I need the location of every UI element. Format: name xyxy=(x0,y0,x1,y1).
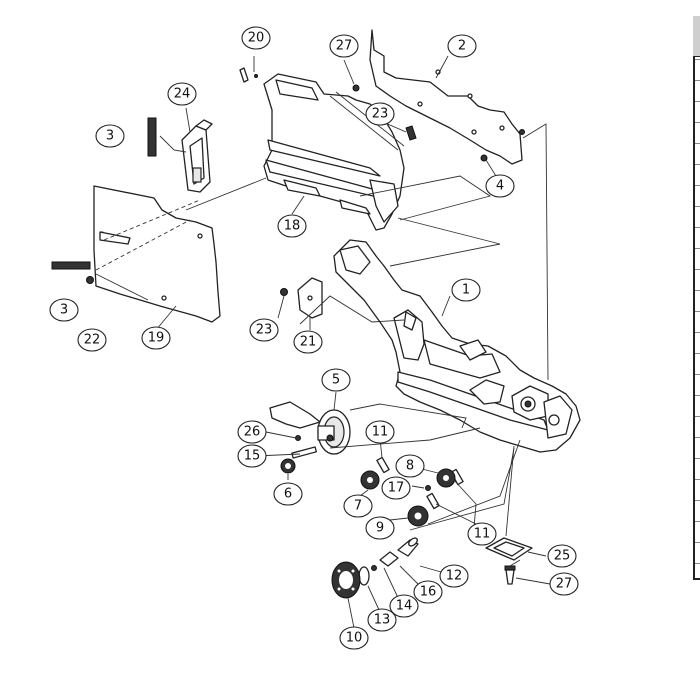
callout-3-lower: 3 xyxy=(49,298,79,322)
callout-20: 20 xyxy=(241,26,271,50)
callout-4-label: 4 xyxy=(496,179,504,194)
callout-23-upper: 23 xyxy=(365,102,395,126)
callout-24-label: 24 xyxy=(174,87,191,102)
part-25-plate xyxy=(485,537,533,561)
part-11-pin-upper xyxy=(376,456,390,474)
part-12-sleeve xyxy=(397,537,419,557)
part-26-screw xyxy=(295,435,301,441)
callout-19-label: 19 xyxy=(148,331,165,346)
part-9-gear xyxy=(407,505,429,527)
callout-9-label: 9 xyxy=(376,521,384,536)
callout-13: 13 xyxy=(367,608,397,632)
callout-1: 1 xyxy=(451,278,481,302)
callout-5-label: 5 xyxy=(332,373,340,388)
callout-4: 4 xyxy=(485,174,515,198)
callout-21-label: 21 xyxy=(300,335,317,350)
callout-7-label: 7 xyxy=(354,499,362,514)
callout-14: 14 xyxy=(389,594,419,618)
callout-8-label: 8 xyxy=(406,459,414,474)
part-3-spring-lower xyxy=(51,261,91,270)
callout-17: 17 xyxy=(381,476,411,500)
part-15-shaft xyxy=(291,446,318,459)
callout-23-lower: 23 xyxy=(249,318,279,342)
callout-22: 22 xyxy=(77,328,107,352)
leader-lines xyxy=(95,55,551,629)
part-21-bracket xyxy=(297,277,323,319)
part-18-frame xyxy=(263,73,405,231)
part-13-ring xyxy=(358,566,370,586)
callout-24: 24 xyxy=(167,82,197,106)
callout-1-label: 1 xyxy=(462,283,470,298)
callout-2: 2 xyxy=(447,34,477,58)
callout-6: 6 xyxy=(273,482,303,506)
part-27-screw-upper xyxy=(352,84,360,92)
part-27-screw-lower xyxy=(504,565,516,585)
callout-6-label: 6 xyxy=(284,487,292,502)
callout-18-label: 18 xyxy=(284,219,301,234)
callout-25: 25 xyxy=(547,544,577,568)
callout-27-upper-label: 27 xyxy=(336,39,353,54)
callout-3-upper-label: 3 xyxy=(106,129,114,144)
part-4-screw xyxy=(480,154,488,162)
callout-12: 12 xyxy=(439,564,469,588)
callouts: 1 2 3 3 4 5 6 7 8 9 10 11 11 12 13 14 15… xyxy=(49,26,579,650)
callout-27-lower-label: 27 xyxy=(556,577,573,592)
callout-11-lower: 11 xyxy=(467,522,497,546)
callout-15-label: 15 xyxy=(244,449,261,464)
callout-3-lower-label: 3 xyxy=(60,303,68,318)
callout-26: 26 xyxy=(237,420,267,444)
callout-27-upper: 27 xyxy=(329,34,359,58)
callout-7: 7 xyxy=(343,494,373,518)
callout-10: 10 xyxy=(339,626,369,650)
callout-8: 8 xyxy=(395,454,425,478)
part-19-cover-plate xyxy=(93,185,221,323)
callout-2-label: 2 xyxy=(458,39,466,54)
callout-18: 18 xyxy=(277,214,307,238)
part-5-gear-housing xyxy=(269,401,351,455)
callout-21: 21 xyxy=(293,330,323,354)
part-6-small-gear xyxy=(280,458,296,474)
callout-25-label: 25 xyxy=(554,549,571,564)
callout-17-label: 17 xyxy=(388,481,405,496)
callout-20-label: 20 xyxy=(248,31,265,46)
callout-19: 19 xyxy=(141,326,171,350)
part-16-shaft xyxy=(379,551,399,567)
part-22-screw xyxy=(86,276,94,284)
callout-23-lower-label: 23 xyxy=(256,323,273,338)
part-14-washer xyxy=(371,565,377,571)
callout-11-upper-label: 11 xyxy=(372,425,389,440)
callout-9: 9 xyxy=(365,516,395,540)
part-10-sprocket xyxy=(331,561,361,599)
callout-26-label: 26 xyxy=(244,425,261,440)
callout-22-label: 22 xyxy=(84,333,101,348)
callout-11-lower-label: 11 xyxy=(474,527,491,542)
callout-12-label: 12 xyxy=(446,569,463,584)
part-1-feeder-body xyxy=(333,239,581,453)
callout-5: 5 xyxy=(321,368,351,392)
callout-15: 15 xyxy=(237,444,267,468)
callout-10-label: 10 xyxy=(346,631,363,646)
callout-13-label: 13 xyxy=(374,613,391,628)
callout-16: 16 xyxy=(413,580,443,604)
part-7-gear xyxy=(360,470,380,490)
callout-3-upper: 3 xyxy=(95,124,125,148)
part-20-pin xyxy=(239,67,258,83)
parts-table-header xyxy=(693,16,700,57)
callout-27-lower: 27 xyxy=(549,572,579,596)
part-3-spring-upper xyxy=(147,117,157,157)
callout-11-upper: 11 xyxy=(365,420,395,444)
callout-23-upper-label: 23 xyxy=(372,107,389,122)
callout-16-label: 16 xyxy=(420,585,437,600)
callout-14-label: 14 xyxy=(396,599,413,614)
part-23-screw-upper xyxy=(405,125,417,141)
part-23-screw-lower xyxy=(280,288,288,296)
part-24-bracket xyxy=(181,119,213,193)
part-17-pin xyxy=(425,485,431,491)
